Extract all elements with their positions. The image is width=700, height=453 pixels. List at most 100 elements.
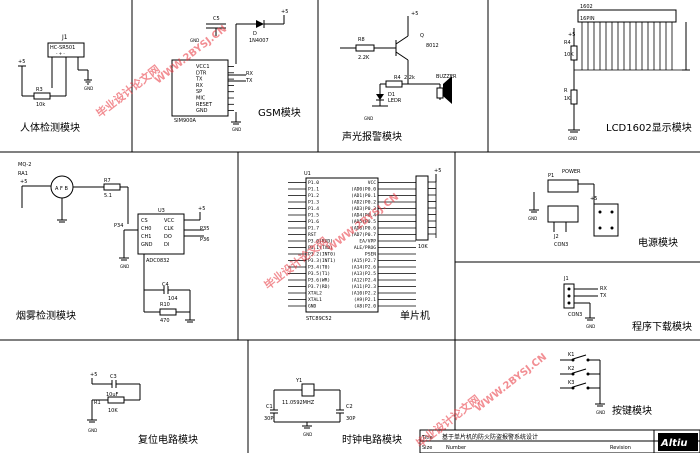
wm-en-3: WWW.2BYSJ.CN xyxy=(473,352,549,415)
gsm-pin-label: RESET xyxy=(196,102,213,108)
lcd-pins-label: 16PIN xyxy=(580,16,595,22)
alarm-r1-val: 2.2K xyxy=(358,55,370,61)
clock-c1-val: 30P xyxy=(264,416,273,422)
smoke-r2-ref: R10 xyxy=(160,302,170,308)
mcu-pin-left: P3.5(T1) xyxy=(308,271,330,277)
alarm-led-ref: D1 xyxy=(388,92,395,98)
lcd-gnd: GND xyxy=(568,136,577,141)
mcu-pin-right: VCC xyxy=(368,180,377,186)
power-label: POWER xyxy=(562,169,581,175)
mcu-pin-left: GND xyxy=(308,304,317,310)
reset-gnd: GND xyxy=(88,428,97,433)
mcu-pin-left: P3.1(TXD) xyxy=(308,245,333,251)
mcu-pin-right: (A10)P2.2 xyxy=(351,291,376,297)
gsm-pin-label: MIC xyxy=(196,96,206,102)
human-part-ref: J1 xyxy=(61,34,68,41)
lcd-r-ref: R4 xyxy=(564,40,571,46)
lcd-r2-val: 1K xyxy=(564,96,571,102)
download-gnd: GND xyxy=(586,324,595,329)
crystal xyxy=(301,383,315,397)
mcu-model: STC89C52 xyxy=(306,316,332,322)
power-conn: J2 xyxy=(553,234,559,240)
human-part-model: HC-SR501 xyxy=(50,45,75,51)
mcu-pin-left: RST xyxy=(308,232,317,238)
lcd-pin-lines xyxy=(574,22,686,71)
gsm-module: C5 GND +5 D 1N4007 VCC1DTRTXRXSPMICRESET… xyxy=(171,9,301,132)
wm-cn-1: 毕业设计论文网 xyxy=(93,62,162,120)
tb-size-lbl: Size xyxy=(422,445,432,451)
keys-gnd: GND xyxy=(596,410,605,415)
mcu-pin-left: P3.6(WR) xyxy=(308,278,330,284)
reset-r-val: 10K xyxy=(108,408,118,414)
smoke-r-val: 5.1 xyxy=(104,193,112,199)
download-module: J1 RX TX CON3 GND 程序下载模块 xyxy=(563,276,692,333)
reset-c-ref: C3 xyxy=(110,374,117,380)
mcu-pin-left: P3.2(INT0) xyxy=(308,252,336,258)
adc-pin-right: CLK xyxy=(164,226,174,232)
reset-vcc: +5 xyxy=(90,372,97,378)
alarm-r2-ref: R4 xyxy=(394,75,401,81)
mcu-pin-left: P1.2 xyxy=(308,193,319,199)
gsm-pin-label: TX xyxy=(195,77,203,83)
adc-pin-left: GND xyxy=(141,242,153,248)
gsm-title: GSM模块 xyxy=(258,107,301,119)
mcu-pin-left: P1.6 xyxy=(308,219,319,225)
power-conn-model: CON3 xyxy=(554,242,568,248)
mcu-pin-list: P1.0P1.1P1.2P1.3P1.4P1.5P1.6P1.7RSTP3.0(… xyxy=(288,180,416,310)
lcd-header xyxy=(577,9,677,23)
lcd-module: 1602 16PIN R4 10K R 1K +5 GND LCD1602显示模… xyxy=(564,4,692,141)
smoke-r-ref: R7 xyxy=(104,178,111,184)
power-gnd: GND xyxy=(528,216,537,221)
alarm-q-ref: Q xyxy=(420,33,424,39)
gsm-gnd-top: GND xyxy=(190,38,199,43)
power-switch xyxy=(593,203,619,237)
mcu-pin-left: P1.1 xyxy=(308,187,319,193)
mcu-vcc: +5 xyxy=(434,168,441,174)
sim900a-chip xyxy=(171,59,229,117)
gsm-c-ref: C5 xyxy=(213,16,220,22)
adc-pin-right: DI xyxy=(164,242,169,248)
power-vcc: +5 xyxy=(590,196,597,202)
gsm-chip-name: SIM900A xyxy=(174,118,197,124)
mcu-pullup: 10K xyxy=(418,244,428,250)
human-vcc: +5 xyxy=(18,59,25,65)
adc-pin-right: VCC xyxy=(164,218,175,224)
clock-title: 时钟电路模块 xyxy=(342,433,402,446)
lcd-r-val: 10K xyxy=(564,52,574,58)
smoke-vcc: +5 xyxy=(20,179,27,185)
alarm-vcc: +5 xyxy=(411,11,418,17)
clock-y-val: 11.0592MHZ xyxy=(282,400,315,406)
tb-title-val: 基于单片机的防火防盗报警系统设计 xyxy=(442,433,538,441)
mcu-pin-left: XTAL1 xyxy=(308,297,322,303)
key-label: K2 xyxy=(568,366,574,372)
download-title: 程序下载模块 xyxy=(632,320,692,333)
adc-pin-right: DO xyxy=(164,234,172,240)
adc-pin-left: CH0 xyxy=(141,226,151,232)
gsm-pin-label: VCC1 xyxy=(196,64,210,70)
mcu-pin-right: (AD4)P0.4 xyxy=(351,213,376,219)
mcu-pin-right: ALE/PROG xyxy=(354,245,376,251)
mcu-pin-left: P1.7 xyxy=(308,226,319,232)
power-jack xyxy=(547,179,579,193)
mcu-pin-right: (A9)P2.1 xyxy=(354,297,376,303)
human-r-val: 10k xyxy=(36,102,45,108)
mcu-pin-left: P3.7(RD) xyxy=(308,284,330,290)
alarm-led-label: LEDR xyxy=(388,98,402,104)
download-rx: RX xyxy=(600,286,607,292)
gsm-pin-label: GND xyxy=(196,108,208,114)
mcu-pin-right: EA/VPP xyxy=(359,239,376,245)
tb-logo: Altiu xyxy=(660,438,688,449)
clock-c2-ref: C2 xyxy=(346,404,353,410)
mcu-pin-right: (A15)P2.7 xyxy=(351,258,376,264)
smoke-sensor: MQ-2 xyxy=(18,162,31,168)
tb-revision-lbl: Revision xyxy=(610,445,631,451)
svg-text:+5: +5 xyxy=(198,206,205,212)
download-tx: TX xyxy=(599,293,607,299)
lcd-vcc: +5 xyxy=(568,32,575,38)
mcu-pin-right: (A13)P2.5 xyxy=(351,271,376,277)
lcd-title: LCD1602显示模块 xyxy=(606,122,692,134)
mcu-pin-left: P1.3 xyxy=(308,200,319,206)
